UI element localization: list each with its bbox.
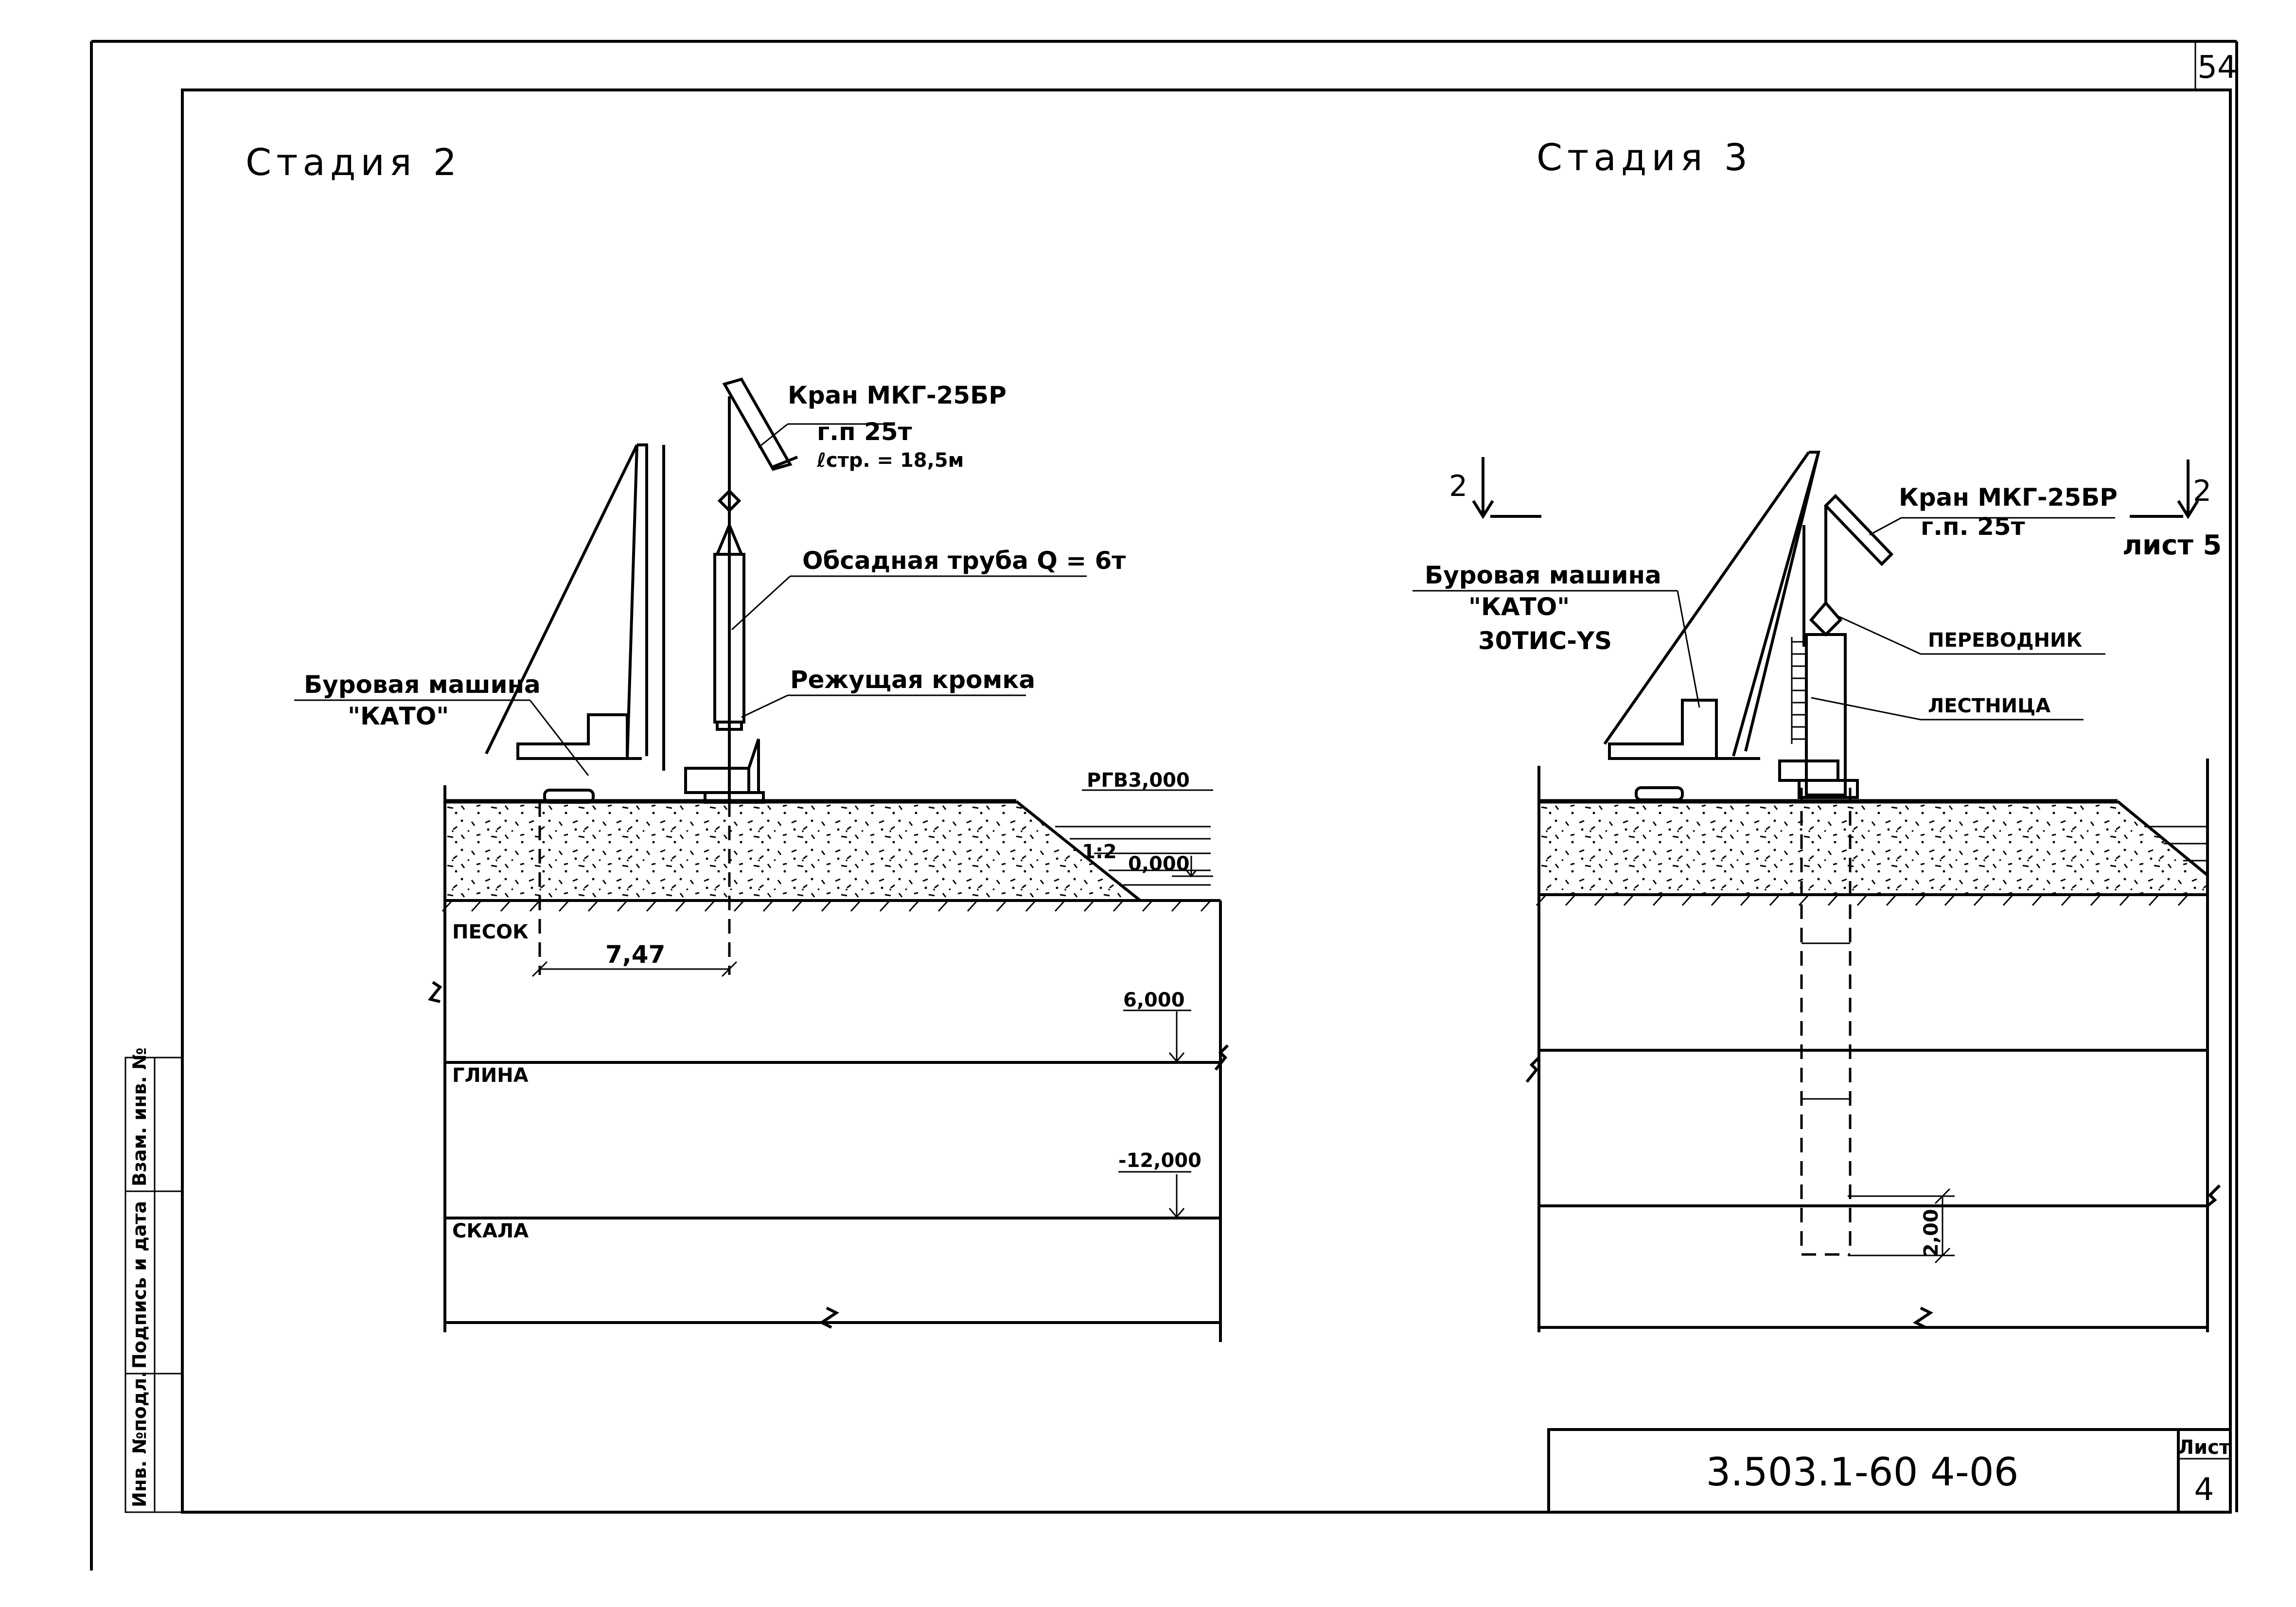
stage3-soil-section [1525, 759, 2221, 1332]
stamp-cell-1: Инв. №подл. [129, 1371, 150, 1507]
stage3-drill-machine-label: Буровая машина [1425, 561, 1661, 589]
stage3-equipment [1603, 451, 1894, 801]
stage3-dimension-200: 2,00 [1920, 1209, 1943, 1257]
stage3-leaders [1413, 517, 2115, 721]
stage2-casing-label: Обсадная труба Q = 6т [802, 547, 1126, 575]
sheet-label: Лист [2178, 1436, 2231, 1459]
sheet-value: 4 [2194, 1472, 2214, 1508]
stage2-title: Стадия 2 [246, 141, 461, 184]
stage3-sheet-ref: лист 5 [2122, 530, 2222, 561]
stage3-title: Стадия 3 [1537, 136, 1752, 179]
stage3-section-mark-right: 2 [2193, 474, 2211, 508]
title-block [1547, 1428, 2232, 1514]
stage2-drill-brand: "КАТО" [348, 702, 449, 730]
stage2-equipment [485, 377, 798, 804]
stage2-crane-capacity: г.п 25т [817, 418, 912, 446]
stage2-crane-boom: ℓстр. = 18,5м [816, 449, 964, 472]
stage2-soil-section [427, 785, 1229, 1342]
stage2-level-12: -12,000 [1118, 1149, 1201, 1172]
stage2-dimension-747: 7,47 [605, 940, 665, 969]
stage2-rgv-level: РГВ3,000 [1087, 769, 1190, 792]
stage2-rock-label: СКАЛА [452, 1220, 529, 1242]
stage2-drill-machine-label: Буровая машина [304, 671, 541, 699]
stage2-slope: 1:2 [1082, 841, 1117, 863]
stage3-crane-capacity: г.п. 25т [1921, 512, 2025, 541]
stage2-crane-title: Кран МКГ-25БР [788, 381, 1007, 409]
stage3-section-marks [1472, 457, 2199, 519]
stage3-ladder-label: ЛЕСТНИЦА [1928, 695, 2050, 717]
drawing-code: 3.503.1-60 4-06 [1706, 1449, 2018, 1495]
stage3-drill-brand: "КАТО" [1468, 593, 1570, 621]
sheet-number-top: 54 [2197, 50, 2237, 86]
stage3-drill-model: 30ТИС-YS [1478, 627, 1612, 655]
stamp-cell-3: Взам. инв. № [129, 1047, 150, 1186]
stage3-casing-hole [1800, 788, 1955, 1264]
stage2-sand-label: ПЕСОК [452, 921, 529, 943]
stage2-level-6: 6,000 [1123, 989, 1185, 1011]
stamp-cell-2: Подпись и дата [129, 1201, 150, 1369]
stage3-adapter-label: ПЕРЕВОДНИК [1928, 629, 2083, 652]
stage3-crane-title: Кран МКГ-25БР [1899, 483, 2118, 512]
stage2-leaders [294, 423, 1213, 1218]
stage2-zero-level: 0,000 [1128, 853, 1190, 875]
sheet-frame [90, 40, 2238, 1571]
stage3-section-mark-left: 2 [1449, 469, 1467, 503]
stage2-clay-label: ГЛИНА [452, 1064, 529, 1087]
side-stamp [124, 1057, 183, 1513]
stage2-cutting-edge-label: Режущая кромка [790, 666, 1035, 694]
